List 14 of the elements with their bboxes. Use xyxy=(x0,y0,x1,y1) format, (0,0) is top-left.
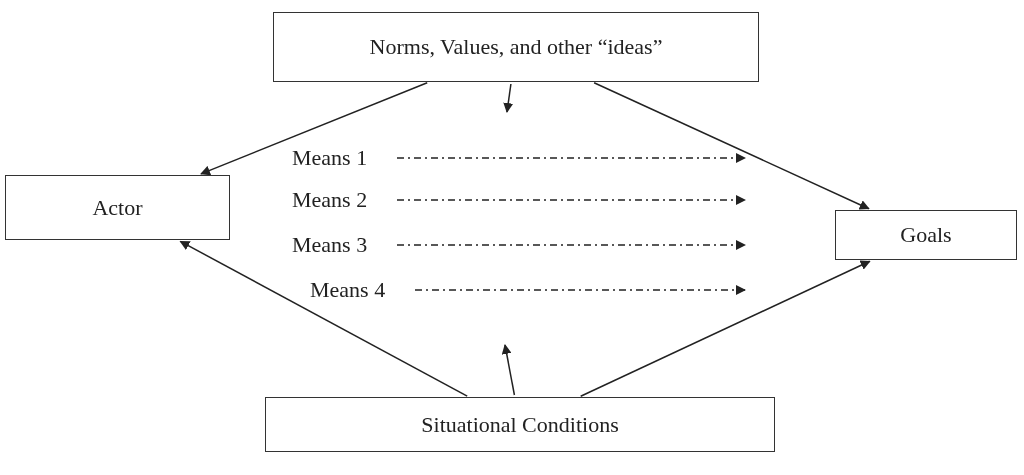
arrow xyxy=(501,344,516,396)
concept-box: Situational Conditions xyxy=(265,397,775,452)
arrow xyxy=(503,83,514,113)
arrow xyxy=(200,81,428,176)
arrow xyxy=(579,260,871,397)
dash-dot-arrow xyxy=(414,285,746,295)
concept-box: Goals xyxy=(835,210,1017,260)
arrow xyxy=(593,82,870,210)
concept-box: Actor xyxy=(5,175,230,240)
dash-dot-arrow xyxy=(396,153,746,163)
dash-dot-arrow xyxy=(396,195,746,205)
dash-dot-arrow xyxy=(396,240,746,250)
concept-box: Norms, Values, and other “ideas” xyxy=(273,12,759,82)
arrow xyxy=(179,240,468,397)
